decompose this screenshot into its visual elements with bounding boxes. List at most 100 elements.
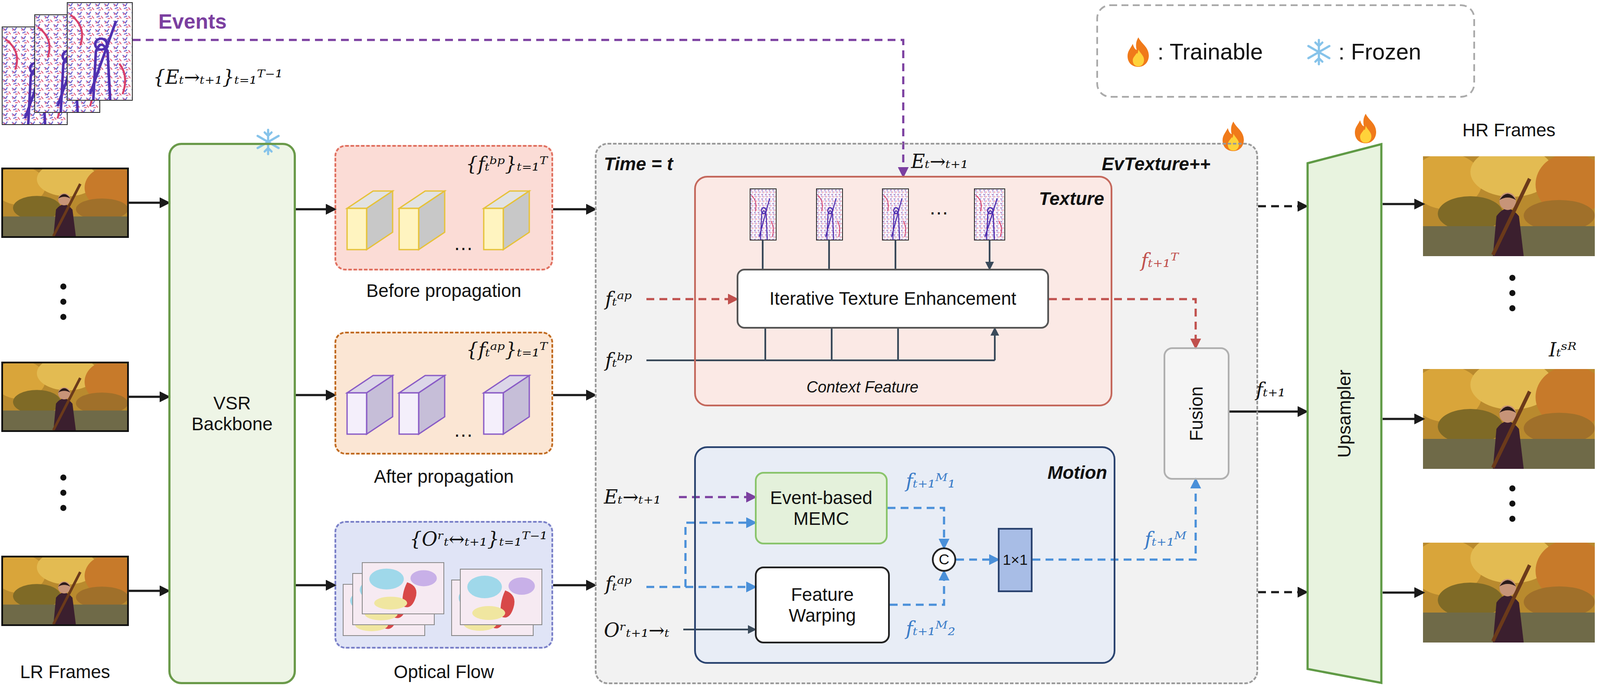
signal-label: Eₜ→ₜ₊₁ [911, 150, 969, 173]
illustration-part [1097, 5, 1475, 97]
node-label: Events [158, 9, 227, 34]
illustration-part [882, 188, 909, 240]
node-label: Time = t [603, 153, 673, 175]
optical-flow-images [343, 562, 542, 636]
event-stream [2, 2, 133, 125]
connector [1049, 298, 1196, 348]
status-icons [257, 113, 1377, 155]
signal-label: fₜᵃᵖ [605, 572, 632, 595]
connector [553, 393, 595, 397]
connector [887, 507, 945, 548]
node-fill [334, 331, 554, 455]
illustration-part [678, 495, 755, 499]
node-fill [931, 547, 957, 572]
node-fill [1163, 347, 1230, 480]
connector [1258, 205, 1307, 208]
illustration-part [816, 188, 843, 240]
connector [553, 208, 595, 211]
node-label: {fₜᵇᵖ}ₜ₌₁ᵀ [465, 153, 548, 176]
connector [295, 393, 335, 397]
illustration-part [1411, 532, 1600, 643]
event-stream-images: Events{Eₜ→ₜ₊₁}ₜ₌₁ᵀ⁻¹ [0, 0, 133, 128]
concat-circle: C [931, 547, 957, 572]
illustration-part [60, 489, 67, 496]
hr-frames: HR Frames [1422, 156, 1595, 643]
illustration-part [2, 556, 128, 625]
illustration-part [1509, 485, 1516, 492]
illustration-part [1509, 274, 1516, 522]
illustration-part [882, 188, 909, 240]
node-fill [754, 566, 890, 643]
process-box: Event-based MEMC [754, 471, 888, 545]
signal-label: Oʳₜ₊₁→ₜ [603, 619, 670, 642]
output-label: Iₜˢᴿ [1548, 338, 1577, 361]
illustration-part [1127, 37, 1149, 67]
illustration-part [347, 375, 393, 434]
illustration-part [762, 239, 990, 269]
backbone-box: VSR Backbone [168, 142, 296, 684]
connector [127, 201, 169, 204]
connector [1382, 417, 1423, 420]
module-frame: Time = tEvTexture++TextureIterative Text… [594, 142, 1259, 684]
node-label: Iterative Texture Enhancement [769, 288, 1017, 309]
node-label: 1×1 [1002, 550, 1028, 568]
node-fill [754, 471, 888, 545]
process-box: Feature Warping [754, 566, 890, 643]
illustration-part [1509, 289, 1516, 296]
fusion-box: Fusion [1163, 347, 1230, 480]
ellipsis: … [453, 418, 474, 442]
node-fill [694, 175, 1113, 407]
signal-label: fₜ₊₁ [1255, 378, 1286, 401]
illustration-part [0, 161, 137, 237]
illustration-part [60, 283, 67, 511]
lr-frames: LR Frames [2, 168, 128, 625]
illustration-part [67, 2, 133, 101]
node-fill [168, 142, 296, 684]
illustration-part [60, 298, 67, 305]
illustration-part [0, 549, 137, 625]
connector [1382, 591, 1423, 594]
illustration-part [2, 362, 128, 431]
legend-text: : Trainable [1157, 39, 1263, 66]
connector [295, 583, 335, 587]
node-label: {fₜᵃᵖ}ₜ₌₁ᵀ [466, 338, 548, 361]
connector [127, 395, 169, 398]
illustration-part [1411, 359, 1600, 469]
signal-label: fₜᵇᵖ [605, 349, 633, 372]
illustration-part [765, 328, 995, 361]
motion-branch: Motion Event-based MEMC Feature Warping C 1×… [694, 445, 1116, 664]
legend-text: : Frozen [1338, 39, 1422, 66]
connector [956, 558, 998, 561]
signal-label: Eₜ→ₜ₊₁ [603, 485, 662, 509]
signal-label: fₜ₊₁ᴹ₁ [905, 469, 956, 492]
illustration-part [1308, 39, 1330, 65]
illustration-part [2, 168, 128, 237]
illustration-part [816, 188, 843, 240]
node-label: Feature Warping [763, 583, 882, 626]
illustration-part [60, 313, 67, 320]
signal-label: fₜ₊₁ᴹ [1144, 527, 1187, 551]
node-label: After propagation [373, 465, 514, 487]
node-label: HR Frames [1462, 119, 1556, 141]
ellipsis: … [453, 231, 474, 255]
node-label: VSR Backbone [179, 392, 286, 435]
node-label: Texture [1039, 188, 1105, 210]
ellipsis: … [928, 196, 949, 220]
node-label: Optical Flow [393, 661, 494, 682]
illustration-part [974, 188, 1005, 240]
illustration-part [1509, 515, 1516, 522]
illustration-part [483, 375, 530, 434]
connector [1258, 590, 1307, 594]
connector [553, 583, 595, 587]
feature-box: {fₜᵇᵖ}ₜ₌₁ᵀBefore propagation [334, 144, 554, 271]
texture-event-images [750, 188, 1005, 240]
node-label: Motion [1047, 462, 1108, 483]
illustration-part [1509, 304, 1516, 312]
illustration-part [750, 188, 777, 240]
process-box: Iterative Texture Enhancement [736, 268, 1050, 329]
hr-frame-images [1411, 146, 1600, 643]
node-fill [334, 520, 554, 649]
legend-frame [1097, 5, 1475, 97]
node-label: Fusion [1186, 385, 1207, 441]
